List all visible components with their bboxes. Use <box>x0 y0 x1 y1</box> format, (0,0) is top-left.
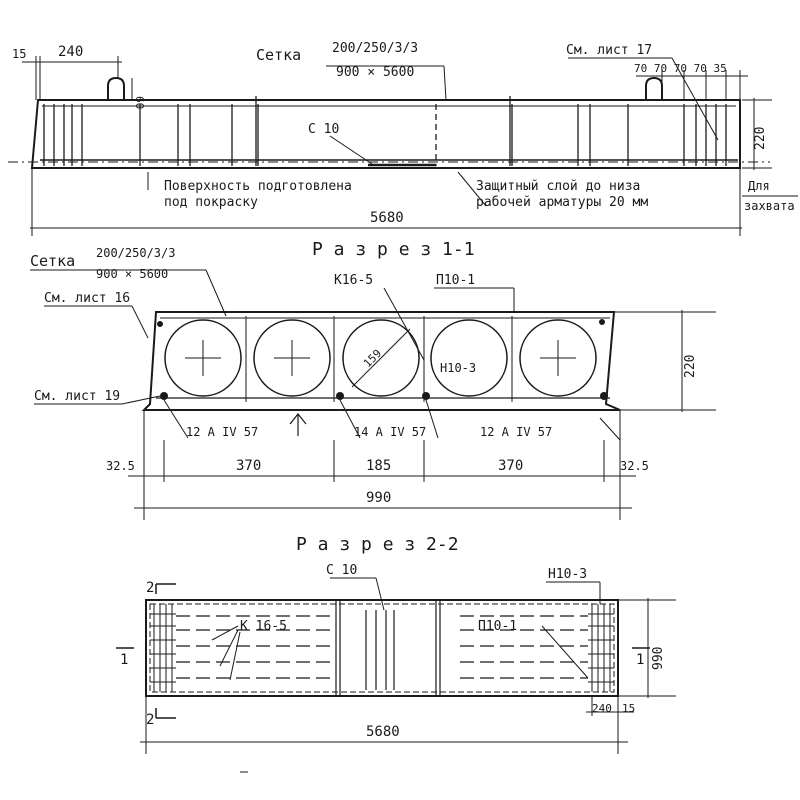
sec2-dim-240: 240 <box>592 702 612 715</box>
elev-mesh-spec-top: 200/250/3/3 <box>332 41 418 56</box>
left-end-bars <box>43 104 83 166</box>
elev-dim-220: 220 <box>753 127 768 150</box>
c10-leader <box>329 135 373 165</box>
section-2-2-view <box>116 577 676 773</box>
rebar-dots <box>157 319 608 400</box>
elev-note-cover-1: Защитный слой до низа <box>476 179 640 194</box>
sec1-void-diameter: 159 <box>361 347 384 370</box>
sec2-frame-c10: С 10 <box>326 563 357 578</box>
sec2-cut-mark-top: 2 <box>146 580 154 596</box>
void-2 <box>253 319 331 397</box>
elev-dims-right: 70 70 70 70 35 <box>634 62 727 75</box>
lifting-loop-left <box>107 76 125 100</box>
elev-note-cover-2: рабочей арматуры 20 мм <box>476 195 648 210</box>
mesh-leader <box>443 65 447 101</box>
sec1-see-sheet-16: См. лист 16 <box>44 291 130 306</box>
sec1-rebar-mid: 14 А IV 57 <box>354 425 426 439</box>
sec2-length: 5680 <box>366 724 400 740</box>
elev-mesh-spec-bottom: 900 × 5600 <box>336 65 414 80</box>
up-arrow <box>289 413 307 436</box>
cover-leader <box>457 171 487 207</box>
section-2-2-title: Р а з р е з 2-2 <box>296 534 459 555</box>
sec1-bar-h10: Н10-3 <box>440 361 476 375</box>
sec1-see-sheet-19: См. лист 19 <box>34 389 120 404</box>
void-3 <box>342 319 420 397</box>
sec1-width: 990 <box>366 490 391 506</box>
sec1-mesh-spec-bottom: 900 × 5600 <box>96 267 168 281</box>
sec1-dim-185: 185 <box>366 458 391 474</box>
section-1-1-title: Р а з р е з 1-1 <box>312 239 475 260</box>
lifting-loop-right <box>645 76 663 100</box>
right-end-frame <box>588 604 614 692</box>
sec2-dim-15: 15 <box>622 702 635 715</box>
sheet17-leader <box>671 57 719 141</box>
longitudinal-bars <box>176 615 588 679</box>
elev-dim-240: 240 <box>58 44 83 60</box>
void-5 <box>519 319 597 397</box>
cut-mark-2-top <box>155 583 176 594</box>
void-1 <box>164 319 242 397</box>
elev-dim-15: 15 <box>12 47 26 61</box>
right-end-bars <box>683 104 727 166</box>
elevation-outline <box>30 99 741 169</box>
sec2-bar-h10: Н10-3 <box>548 567 587 582</box>
mid-bars <box>139 96 629 166</box>
cut-mark-2-bottom <box>155 708 176 719</box>
sec1-dim-edge-right: 32.5 <box>620 459 649 473</box>
elev-note-grip-2: захвата <box>744 199 795 213</box>
sec1-dim-370-b: 370 <box>498 458 523 474</box>
sec1-height: 220 <box>683 355 698 378</box>
sec1-mesh-spec-top: 200/250/3/3 <box>96 246 175 260</box>
elev-frame-c10: С 10 <box>308 122 339 137</box>
sec2-cut-mark-1-left: 1 <box>120 652 128 668</box>
sec1-mesh-label: Сетка <box>30 252 75 270</box>
center-frame-c10 <box>335 600 441 696</box>
left-end-frame <box>150 604 176 692</box>
sec1-dim-edge-left: 32.5 <box>106 459 135 473</box>
elev-see-sheet-17: См. лист 17 <box>566 43 652 58</box>
sec2-cut-mark-1-right: 1 <box>636 652 644 668</box>
plan-outline <box>145 599 619 697</box>
sec1-dim-370-a: 370 <box>236 458 261 474</box>
elev-dim-60: 60 <box>133 96 146 109</box>
sec2-loop-p10: П10-1 <box>478 619 517 634</box>
sec1-loop-p10: П10-1 <box>436 273 475 288</box>
plan-mesh <box>149 603 615 693</box>
sec2-cut-mark-bottom: 2 <box>146 712 154 728</box>
elev-mesh-label: Сетка <box>256 46 301 64</box>
sec1-rebar-left: 12 А IV 57 <box>186 425 258 439</box>
elev-length: 5680 <box>370 210 404 226</box>
sec1-frame-k16: К16-5 <box>334 273 373 288</box>
elevation-view <box>8 56 798 236</box>
elev-note-surface-2: под покраску <box>164 195 258 210</box>
void-4 <box>430 319 508 397</box>
sec1-rebar-right: 12 А IV 57 <box>480 425 552 439</box>
section-1-1-view <box>30 269 716 520</box>
sec2-width: 990 <box>651 647 666 670</box>
elev-note-surface-1: Поверхность подготовлена <box>164 179 352 194</box>
sec2-frame-k16: К 16-5 <box>240 619 287 634</box>
elev-note-grip-1: Для <box>748 179 770 193</box>
